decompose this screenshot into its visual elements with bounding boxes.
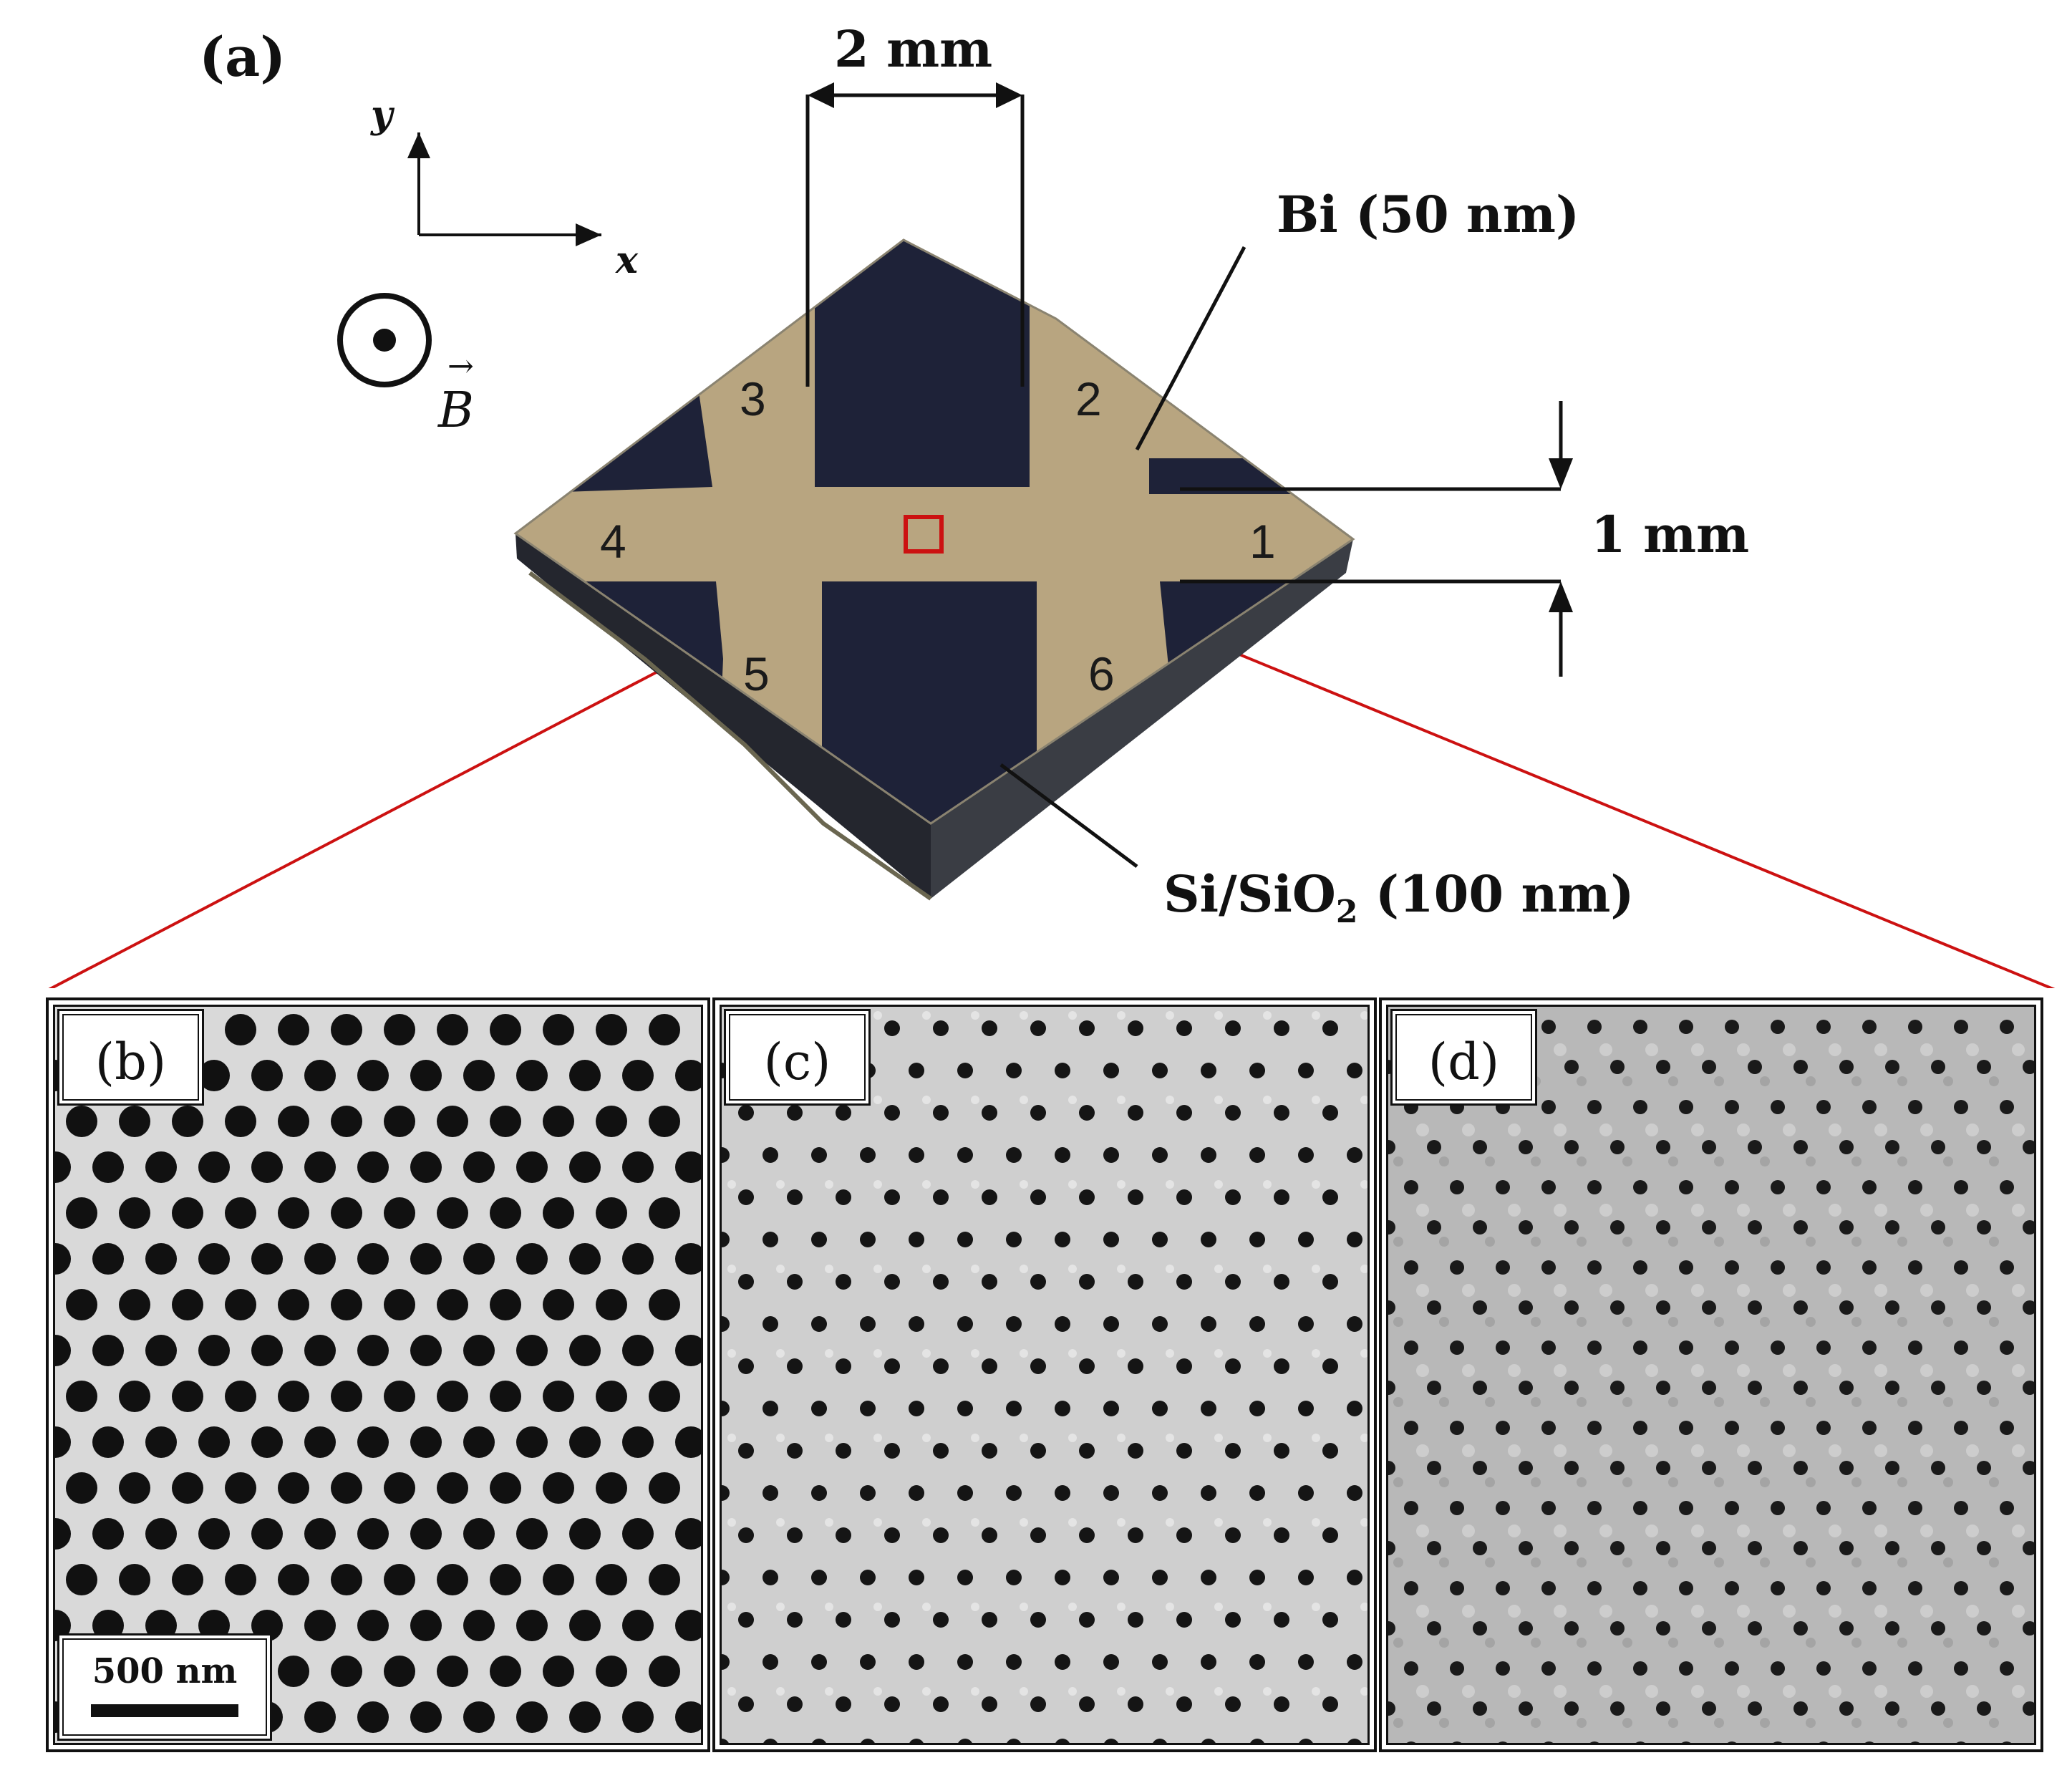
sem-image-b bbox=[55, 1007, 701, 1743]
contact-label-5: 5 bbox=[743, 647, 770, 700]
dimension-2mm bbox=[805, 82, 1025, 387]
panel-d: (d) bbox=[1379, 997, 2043, 1752]
sample-illustration bbox=[48, 82, 2056, 988]
contact-label-2: 2 bbox=[1075, 372, 1102, 425]
coordinate-axes bbox=[407, 132, 601, 246]
sem-image-d bbox=[1388, 1007, 2034, 1743]
y-axis-label: y bbox=[371, 93, 393, 137]
sem-image-c bbox=[722, 1007, 1367, 1743]
field-out-of-plane-icon bbox=[337, 293, 432, 387]
panel-b: (b) 500 nm bbox=[46, 997, 710, 1752]
panel-c: (c) bbox=[712, 997, 1377, 1752]
panel-a-label: (a) bbox=[199, 25, 286, 89]
field-symbol: B bbox=[438, 382, 474, 439]
panel-b-label: (b) bbox=[95, 1033, 167, 1091]
scale-bar bbox=[91, 1704, 238, 1717]
substrate-label: Si/SiO2 (100 nm) bbox=[1163, 864, 1635, 930]
bi-film-label: Bi (50 nm) bbox=[1277, 185, 1580, 244]
dimension-1mm bbox=[1180, 401, 1573, 677]
panel-d-label-box: (d) bbox=[1390, 1009, 1537, 1106]
panel-c-label: (c) bbox=[763, 1033, 831, 1091]
bi-leader-line bbox=[1135, 246, 1246, 451]
zoom-region-marker bbox=[904, 515, 944, 554]
contact-label-3: 3 bbox=[740, 372, 766, 425]
panel-c-label-box: (c) bbox=[724, 1009, 871, 1106]
contact-label-6: 6 bbox=[1088, 647, 1115, 700]
contact-label-4: 4 bbox=[600, 515, 626, 568]
scale-bar-box: 500 nm bbox=[57, 1633, 272, 1741]
channel-dimension-label: 1 mm bbox=[1591, 505, 1750, 564]
contact-label-1: 1 bbox=[1249, 515, 1276, 568]
panel-d-label: (d) bbox=[1428, 1033, 1500, 1091]
x-axis-label: x bbox=[616, 238, 639, 282]
sample-chip bbox=[513, 238, 1355, 901]
panel-a: (a) bbox=[48, 19, 2056, 988]
field-arrow-icon: → bbox=[447, 348, 474, 385]
scale-bar-label: 500 nm bbox=[92, 1651, 238, 1691]
width-dimension-label: 2 mm bbox=[834, 19, 993, 79]
panel-b-label-box: (b) bbox=[57, 1009, 204, 1106]
substrate-leader-line bbox=[999, 763, 1138, 869]
